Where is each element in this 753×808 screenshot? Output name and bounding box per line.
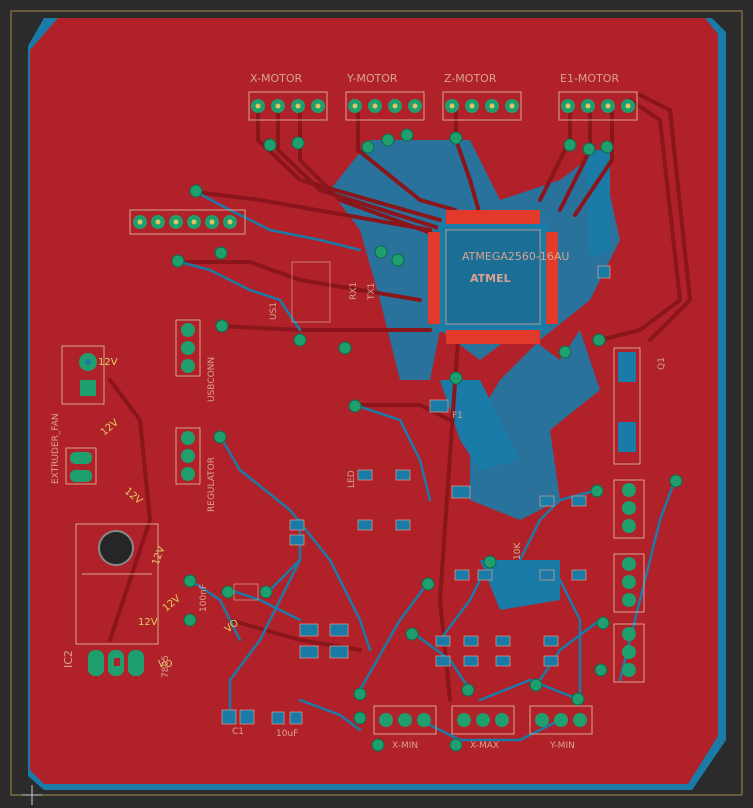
regulator-header: REGULATOR	[175, 427, 217, 512]
z-motor-header: Z-MOTOR	[442, 72, 522, 121]
mcu-chip: ATMEGA2560-16AU ATMEL	[428, 210, 569, 344]
trace-vo-label: VO	[158, 659, 173, 670]
z-motor-label: Z-MOTOR	[444, 72, 497, 85]
x-max-label: X-MAX	[470, 741, 499, 751]
7805-label: 7805	[161, 655, 171, 678]
atmel-logo: ATMEL	[470, 272, 511, 285]
vias	[171, 128, 683, 752]
usbconn-header: USBCONN	[175, 319, 217, 402]
x-motor-label: X-MOTOR	[250, 72, 302, 85]
led-label: LED	[347, 470, 357, 488]
x-max-header: X-MAX	[451, 705, 515, 751]
e1-motor-header: E1-MOTOR	[558, 72, 638, 121]
trace-12v-label: 12V	[138, 617, 158, 628]
y-min-header: Y-MIN	[529, 705, 593, 751]
fan-12v-label: 12V	[98, 357, 118, 368]
top-traces	[108, 93, 693, 702]
c-100nf-label: 100nF	[199, 584, 209, 612]
regulator-label: REGULATOR	[207, 457, 217, 512]
y-min-label: Y-MIN	[549, 741, 575, 751]
ic2-label: IC2	[62, 650, 75, 668]
y-motor-label: Y-MOTOR	[346, 72, 398, 85]
q1-transistor: Q1	[613, 347, 667, 465]
c-10uf-label: 10uF	[276, 729, 298, 739]
smd-components	[221, 261, 611, 725]
component-labels: US1 RX1 TX1 F1 LED 10K 100nF 10uF C1	[199, 282, 523, 739]
mcu-label: ATMEGA2560-16AU	[462, 250, 569, 263]
motor-headers: X-MOTOR Y-MOTOR Z-MOTOR E1-MOTOR	[248, 72, 638, 121]
c1-label: C1	[232, 727, 244, 737]
e1-motor-label: E1-MOTOR	[560, 72, 619, 85]
rx1-label: RX1	[349, 282, 359, 300]
extruder-fan-connector: EXTRUDER_FAN 12V	[51, 345, 118, 485]
x-min-header: X-MIN	[373, 705, 437, 751]
x-motor-header: X-MOTOR	[248, 72, 328, 121]
x-min-label: X-MIN	[392, 741, 418, 751]
r-10k-label: 10K	[513, 542, 523, 560]
usbconn-label: USBCONN	[207, 357, 217, 402]
voltage-regulator-7805: IC2 7805	[62, 523, 171, 678]
extruder-fan-label: EXTRUDER_FAN	[51, 413, 61, 484]
crosshair-cursor-icon	[22, 785, 42, 805]
tx1-label: TX1	[367, 283, 377, 301]
f1-label: F1	[452, 411, 463, 421]
six-pin-header	[129, 209, 246, 235]
right-headers	[613, 479, 645, 683]
y-motor-header: Y-MOTOR	[345, 72, 425, 121]
us1-label: US1	[269, 302, 279, 320]
q1-label: Q1	[657, 357, 667, 370]
board-outline	[10, 10, 743, 796]
